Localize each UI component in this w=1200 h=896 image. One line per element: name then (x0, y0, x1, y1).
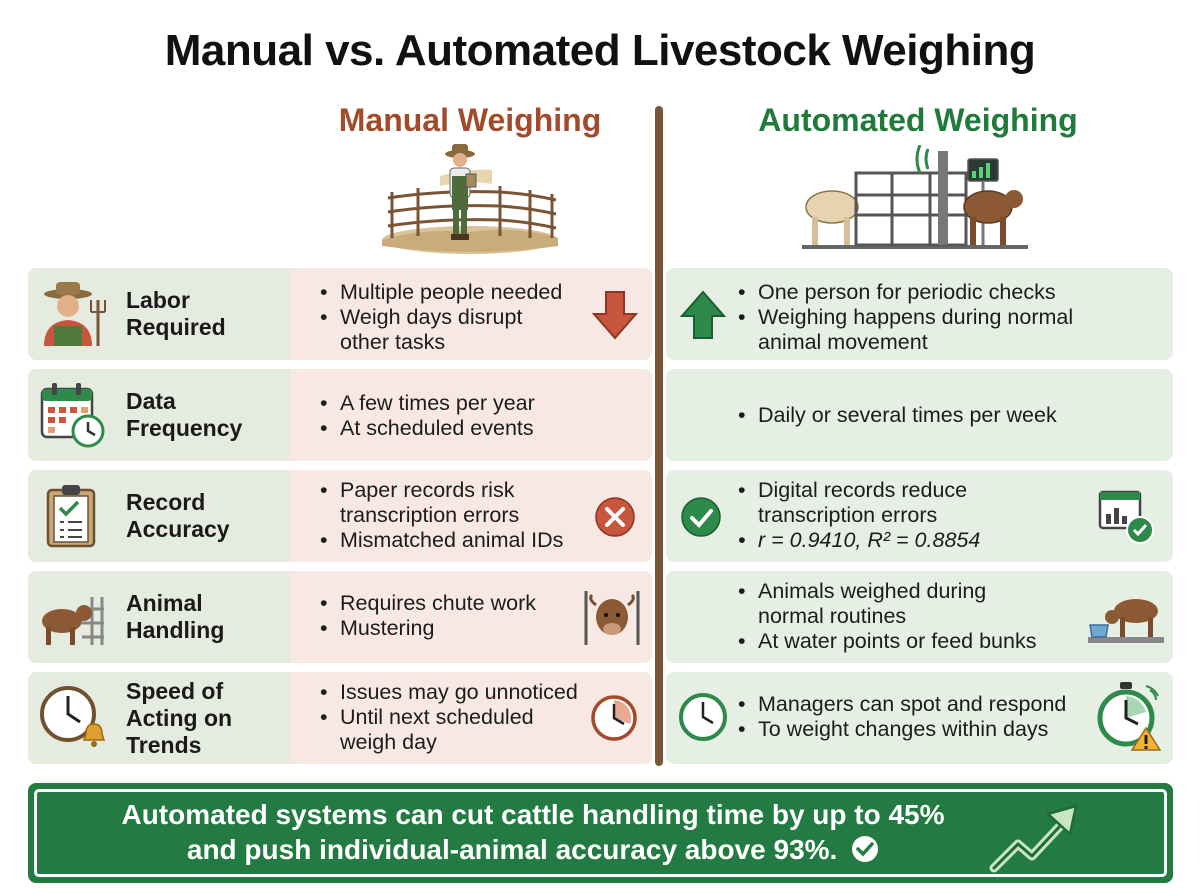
automated-bullets: Managers can spot and respond To weight … (736, 692, 1066, 742)
list-item: Mismatched animal IDs (318, 528, 563, 553)
callout-border (34, 789, 1167, 877)
column-divider (655, 106, 663, 766)
automated-cell: Daily or several times per week (666, 369, 1173, 461)
automated-column-heading: Automated Weighing (758, 102, 1078, 138)
digital-chart-icon (1098, 490, 1154, 544)
list-item: r = 0.9410, R² = 0.8854 (736, 528, 980, 553)
manual-cell: Issues may go unnoticed Until next sched… (290, 672, 652, 764)
automated-scale-illustration (802, 145, 1028, 249)
manual-cell: A few times per year At scheduled events (290, 369, 652, 461)
automated-cell: Managers can spot and respond To weight … (666, 672, 1173, 764)
clock-bell-icon (40, 686, 106, 747)
manual-bullets: Requires chute work Mustering (318, 591, 536, 641)
row-label: Record Accuracy (126, 489, 230, 542)
row-label-cell: Speed of Acting on Trends (28, 672, 290, 764)
list-item: At scheduled events (318, 416, 535, 441)
table-row-speed-of-acting: Speed of Acting on Trends Issues may go … (28, 672, 1173, 764)
slow-clock-icon (591, 695, 637, 741)
calendar-clock-icon (40, 383, 105, 448)
manual-cell: Multiple people needed Weigh days disrup… (290, 268, 652, 360)
list-item: At water points or feed bunks (736, 629, 1036, 654)
row-label-cell: Data Frequency (28, 369, 290, 461)
row-label: Labor Required (126, 287, 226, 340)
stopwatch-alert-icon (1097, 682, 1162, 751)
table-row-record-accuracy: Record Accuracy Paper records risktransc… (28, 470, 1173, 562)
cow-chute-icon (584, 591, 640, 645)
table-row-labor: Labor Required Multiple people needed We… (28, 268, 1173, 360)
manual-column-heading: Manual Weighing (338, 102, 602, 138)
up-arrow-icon (680, 290, 726, 339)
automated-bullets: One person for periodic checks Weighing … (736, 280, 1073, 355)
green-clock-icon (679, 693, 727, 741)
row-label-cell: Animal Handling (28, 571, 290, 663)
x-circle-icon (595, 497, 635, 537)
cow-scale-icon (1088, 599, 1164, 643)
farmer-field-illustration (382, 144, 558, 254)
list-item: Multiple people needed (318, 280, 562, 305)
manual-bullets: A few times per year At scheduled events (318, 391, 535, 441)
callout-text: Automated systems can cut cattle handlin… (121, 799, 945, 865)
summary-callout: Automated systems can cut cattle handlin… (28, 783, 1173, 883)
list-item: One person for periodic checks (736, 280, 1073, 305)
row-label-cell: Labor Required (28, 268, 290, 360)
list-item: Requires chute work (318, 591, 536, 616)
farmer-figure (445, 144, 477, 240)
row-label: Data Frequency (126, 388, 243, 441)
manual-bullets: Issues may go unnoticed Until next sched… (318, 680, 578, 755)
brown-cow-figure (963, 190, 1023, 245)
manual-bullets: Multiple people needed Weigh days disrup… (318, 280, 562, 355)
trend-up-icon (989, 804, 1078, 873)
list-item: To weight changes within days (736, 717, 1066, 742)
cream-cow-figure (805, 190, 859, 245)
list-item: Daily or several times per week (736, 403, 1057, 428)
down-arrow-icon (592, 291, 638, 340)
page-title: Manual vs. Automated Livestock Weighing (164, 26, 1036, 75)
automated-cell: One person for periodic checks Weighing … (666, 268, 1173, 360)
clipboard-icon (46, 485, 96, 548)
list-item: A few times per year (318, 391, 535, 416)
cow-gate-icon (42, 597, 104, 645)
row-label: Animal Handling (126, 590, 225, 643)
row-label: Speed of Acting on Trends (126, 677, 233, 758)
list-item: Issues may go unnoticed (318, 680, 578, 705)
farmer-icon (44, 282, 106, 346)
check-circle-icon (681, 497, 721, 537)
manual-cell: Requires chute work Mustering (290, 571, 652, 663)
list-item: Mustering (318, 616, 536, 641)
table-row-animal-handling: Animal Handling Requires chute work Must… (28, 571, 1173, 663)
list-item: Managers can spot and respond (736, 692, 1066, 717)
automated-bullets: Daily or several times per week (736, 403, 1057, 428)
check-circle-icon (852, 836, 879, 862)
row-label-cell: Record Accuracy (28, 470, 290, 562)
table-row-data-frequency: Data Frequency A few times per year At s… (28, 369, 1173, 461)
